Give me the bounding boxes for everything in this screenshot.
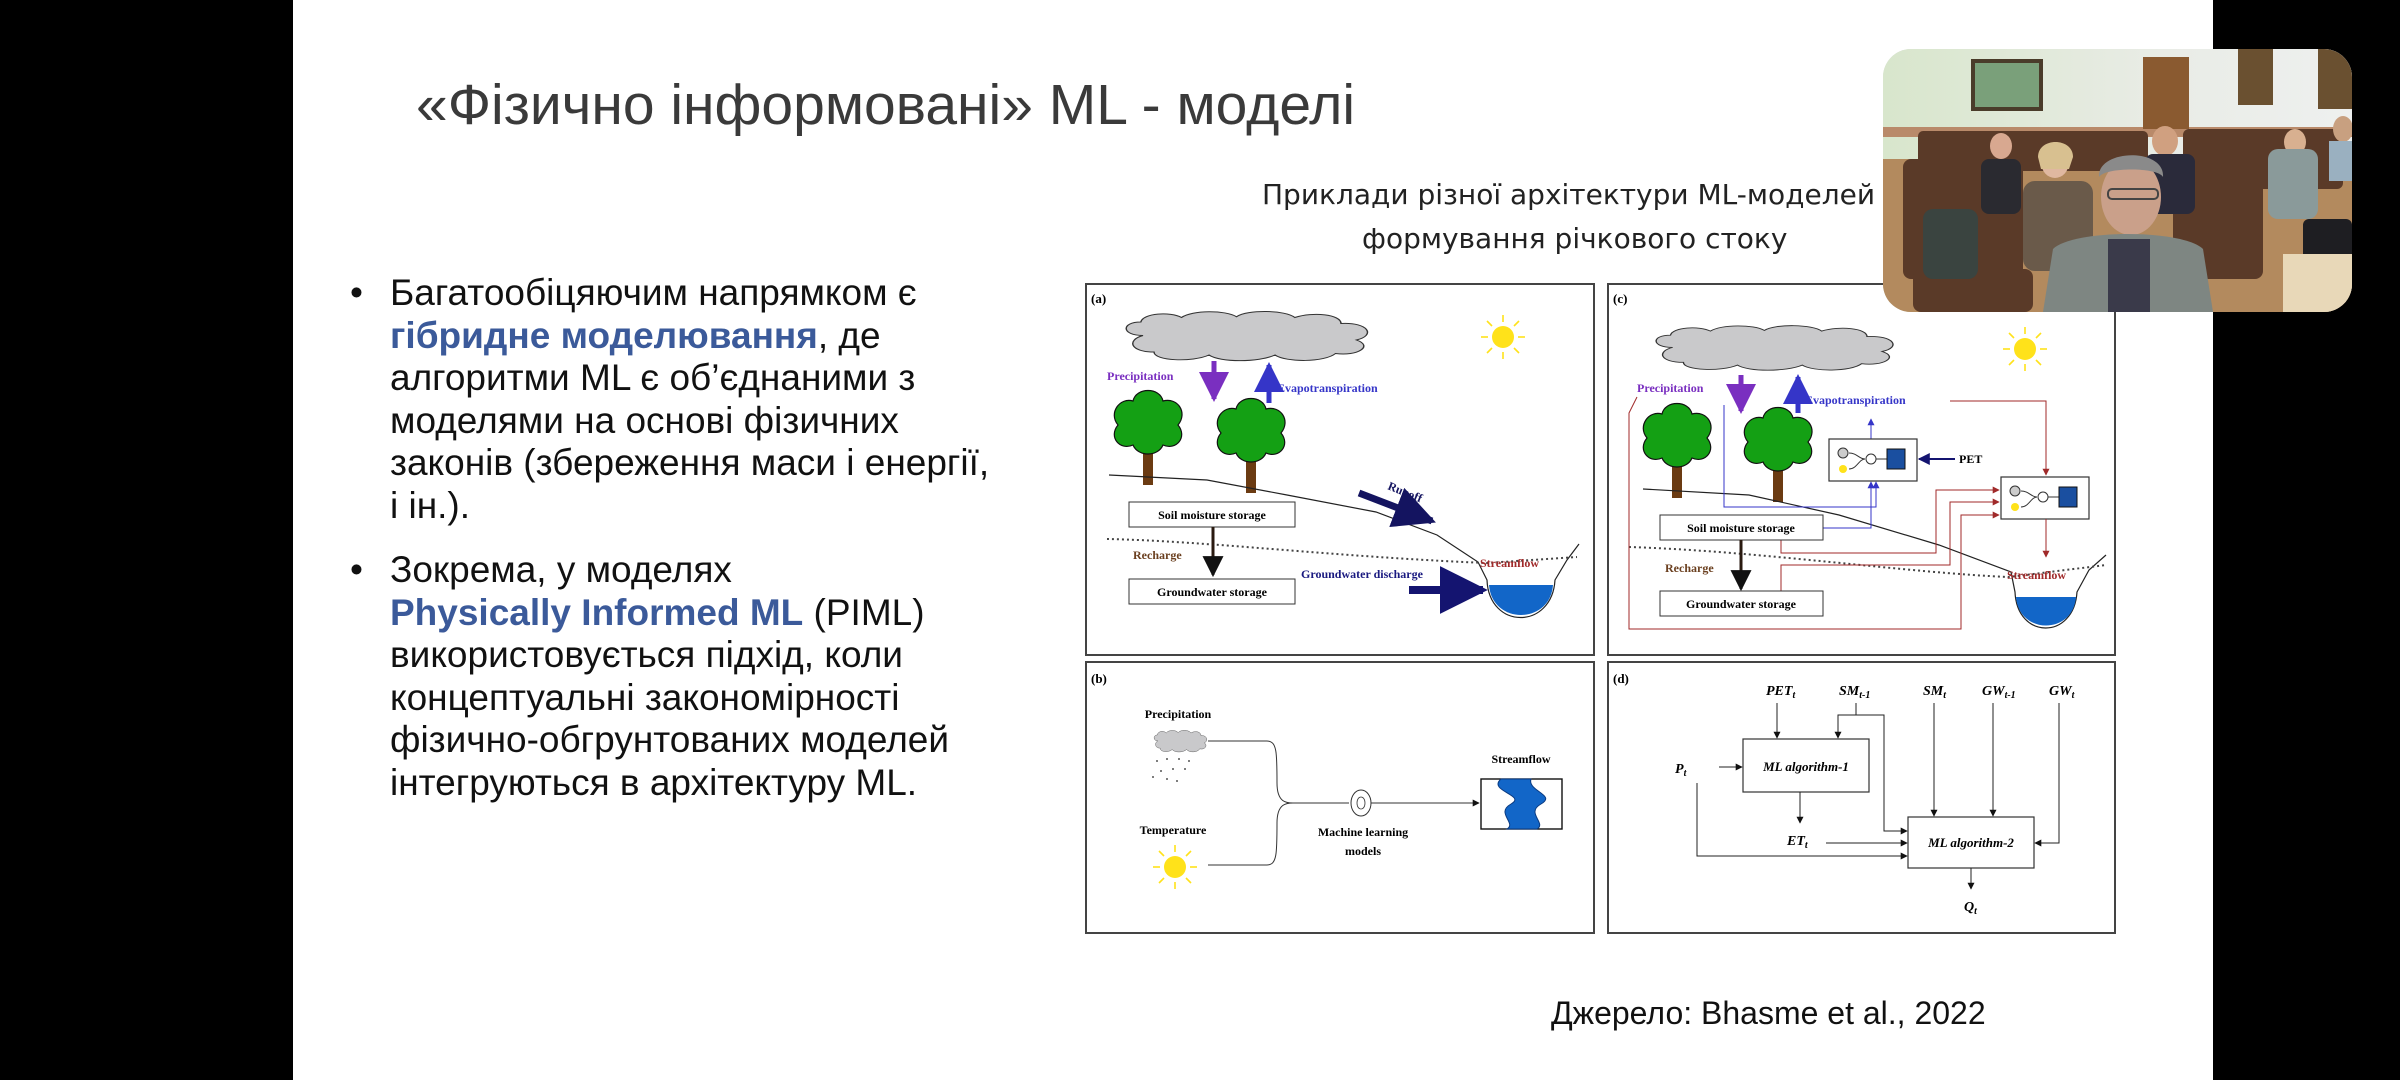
webcam-scene — [1883, 49, 2352, 312]
bullet-list: • Багатообіцяючим напрямком є гібридне м… — [350, 272, 1050, 826]
panel-b-label: (b) — [1091, 671, 1107, 686]
rain-cloud-icon — [1153, 730, 1207, 753]
backpack — [1923, 209, 1978, 279]
input-lines — [1208, 740, 1349, 866]
sun-icon — [1480, 314, 1526, 360]
rain-drops-icon — [1152, 758, 1190, 782]
figure-panel-a: (a) Precipitation Evapotranspiration Run… — [1085, 283, 1595, 656]
pet-t-label: PETt — [1766, 684, 1796, 701]
recharge-label: Recharge — [1665, 561, 1714, 575]
water-table-line — [1106, 538, 1578, 565]
highlight-hybrid-modeling: гібридне моделювання — [390, 314, 818, 356]
water-table-line — [1628, 546, 2107, 579]
ground-line — [1642, 488, 2107, 629]
highlight-piml: Physically Informed ML — [390, 591, 804, 633]
ground-line — [1108, 474, 1580, 618]
sun-icon — [2002, 326, 2048, 372]
speaker-face — [2101, 159, 2161, 235]
panel-a-label: (a) — [1091, 291, 1106, 306]
evapotranspiration-label: Evapotranspiration — [1277, 381, 1378, 395]
sun-icon — [1152, 844, 1198, 890]
tree-icon — [1743, 406, 1813, 503]
soil-moisture-label: Soil moisture storage — [1158, 508, 1266, 522]
et-t-label: ETt — [1786, 834, 1809, 851]
ml-input-line — [1823, 481, 1875, 529]
gw-t-1-label: GWt-1 — [1982, 684, 2016, 701]
ml-algorithm-1-label: ML algorithm-1 — [1762, 759, 1849, 774]
door — [2143, 57, 2189, 129]
runoff-arrow — [1357, 487, 1436, 528]
soil-moisture-label: Soil moisture storage — [1687, 521, 1795, 535]
ml-model-icon — [1350, 789, 1372, 817]
figure-panel-d: (d) PETt SMt-1 SMt GWt-1 GWt Pt ETt Qt M… — [1607, 661, 2116, 934]
precipitation-label: Precipitation — [1107, 369, 1174, 383]
bullet-item-piml: • Зокрема, у моделях Physically Informed… — [350, 549, 950, 803]
panel-b-diagram: (b) Precipitation Temperature Machine le… — [1091, 671, 1563, 890]
groundwater-box — [1659, 590, 1824, 617]
precipitation-label: Precipitation — [1637, 381, 1704, 395]
ml-input-line — [1950, 400, 2050, 476]
figure-caption-line2: формування річкового стоку — [1362, 222, 1788, 255]
evapotranspiration-label: Evapotranspiration — [1805, 393, 1906, 407]
p-t-label: Pt — [1675, 762, 1688, 779]
bullet-icon: • — [350, 549, 363, 590]
ml-models-label: Machine learning — [1318, 825, 1408, 839]
source-citation: Джерело: Bhasme et al., 2022 — [1551, 995, 1986, 1031]
ml-models-label: models — [1345, 844, 1381, 858]
cloud-icon — [1125, 310, 1369, 362]
ml-input-line — [1780, 486, 2000, 554]
bullet-icon: • — [350, 272, 363, 313]
figure-caption-line1: Приклади різної архітектури ML-моделей — [1262, 178, 1876, 211]
tree-icon — [1642, 402, 1712, 499]
ml-model-icon — [2000, 476, 2090, 520]
slide-title: «Фізично інформовані» ML - моделі — [416, 73, 1356, 137]
streamflow-label: Streamflow — [2007, 568, 2066, 582]
sm-t-1-label: SMt-1 — [1839, 684, 1870, 701]
groundwater-label: Groundwater storage — [1686, 597, 1797, 611]
figure-panel-b: (b) Precipitation Temperature Machine le… — [1085, 661, 1595, 934]
gw-t-label: GWt — [2049, 684, 2076, 701]
streamflow-label: Streamflow — [1480, 556, 1539, 570]
groundwater-discharge-label: Groundwater discharge — [1301, 567, 1424, 581]
flow-arrows — [1696, 703, 2060, 890]
panel-d-diagram: (d) PETt SMt-1 SMt GWt-1 GWt Pt ETt Qt M… — [1613, 671, 2076, 917]
panel-d-label: (d) — [1613, 671, 1629, 686]
streamflow-label: Streamflow — [1491, 752, 1550, 766]
stream-water — [2016, 597, 2076, 626]
q-t-label: Qt — [1964, 900, 1978, 917]
stream-water — [1489, 585, 1553, 615]
runoff-label: Runoff — [1386, 479, 1426, 506]
tree-icon — [1113, 389, 1183, 486]
ml-model-icon — [1828, 438, 1918, 482]
groundwater-box — [1128, 578, 1296, 605]
webcam-video-feed[interactable] — [1883, 49, 2352, 312]
pet-label: PET — [1959, 452, 1982, 466]
recharge-label: Recharge — [1133, 548, 1182, 562]
ml-input-line — [1780, 498, 2000, 592]
ml-algorithm-1-box — [1742, 738, 1870, 793]
ml-algorithm-2-label: ML algorithm-2 — [1927, 835, 2014, 850]
panel-a-diagram: (a) Precipitation Evapotranspiration Run… — [1091, 291, 1580, 618]
ml-input-line — [1628, 396, 2000, 630]
cloud-icon — [1655, 324, 1894, 371]
groundwater-label: Groundwater storage — [1157, 585, 1268, 599]
sm-t-label: SMt — [1923, 684, 1947, 701]
bullet-item-hybrid-modeling: • Багатообіцяючим напрямком є гібридне м… — [350, 272, 990, 526]
precipitation-label: Precipitation — [1145, 707, 1212, 721]
temperature-label: Temperature — [1140, 823, 1207, 837]
panel-c-label: (c) — [1613, 291, 1627, 306]
panel-c-diagram: (c) Precipitation Evapotranspiration PET… — [1613, 291, 2107, 630]
ml-input-line — [1723, 405, 1880, 508]
soil-moisture-box — [1659, 514, 1824, 541]
streamflow-icon — [1497, 778, 1547, 830]
tree-icon — [1216, 397, 1286, 494]
figure-panel-c: (c) Precipitation Evapotranspiration PET… — [1607, 283, 2116, 656]
